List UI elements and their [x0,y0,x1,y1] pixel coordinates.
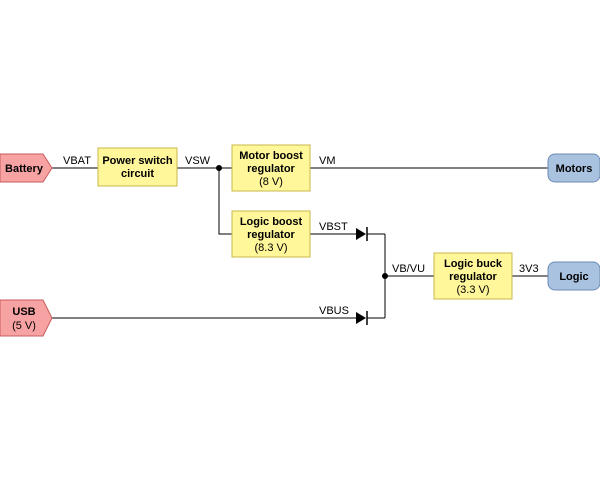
block-logic-boost-box [231,210,311,258]
load-logic-label: Logic [559,271,588,283]
net-label-vsw: VSW [185,155,211,167]
net-labels: VBAT VSW VM VBST VBUS VB/VU 3V3 [63,155,539,317]
load-logic-box [547,261,600,291]
junction-vbvu [382,273,388,279]
source-usb-shape [0,299,53,337]
block-logic-boost-line2: regulator [247,229,295,241]
diode-vbst-body [356,228,366,240]
block-power-switch-box [97,147,178,187]
wires [52,165,548,319]
source-battery-shape [0,153,53,183]
source-battery-label: Battery [5,163,44,175]
block-logic-buck-value: (3.3 V) [456,284,489,296]
net-label-vbat: VBAT [63,155,91,167]
block-logic-buck: Logic buck regulator (3.3 V) [433,252,513,300]
load-motors-box [547,153,600,183]
block-motor-boost-box [231,144,311,192]
net-label-vm: VM [319,155,336,167]
block-logic-buck-box [433,252,513,300]
diode-vbst [356,227,368,241]
net-label-3v3: 3V3 [519,263,539,275]
source-usb-label: USB [12,306,35,318]
net-label-vbst: VBST [319,221,348,233]
load-motors: Motors [547,153,600,183]
diode-vbus [356,311,368,325]
wire-vsw-to-logic-boost [218,168,232,235]
source-battery: Battery [0,153,53,183]
block-power-switch-line2: circuit [121,168,154,180]
block-logic-boost: Logic boost regulator (8.3 V) [231,210,311,258]
block-motor-boost-value: (8 V) [259,176,283,188]
source-usb-value: (5 V) [12,320,36,332]
diode-vbus-body [356,312,366,324]
load-logic: Logic [547,261,600,291]
block-motor-boost: Motor boost regulator (8 V) [231,144,311,192]
block-power-switch: Power switch circuit [97,147,178,187]
block-motor-boost-line2: regulator [247,163,295,175]
block-motor-boost-line1: Motor boost [239,150,303,162]
block-logic-boost-line1: Logic boost [240,216,303,228]
net-label-vbvu: VB/VU [392,263,425,275]
block-power-switch-line1: Power switch [102,155,173,167]
junction-vsw [216,165,222,171]
net-label-vbus: VBUS [319,305,349,317]
block-logic-boost-value: (8.3 V) [254,242,287,254]
source-usb: USB (5 V) [0,299,53,337]
block-logic-buck-line1: Logic buck [444,258,503,270]
block-logic-buck-line2: regulator [449,271,497,283]
load-motors-label: Motors [556,163,593,175]
